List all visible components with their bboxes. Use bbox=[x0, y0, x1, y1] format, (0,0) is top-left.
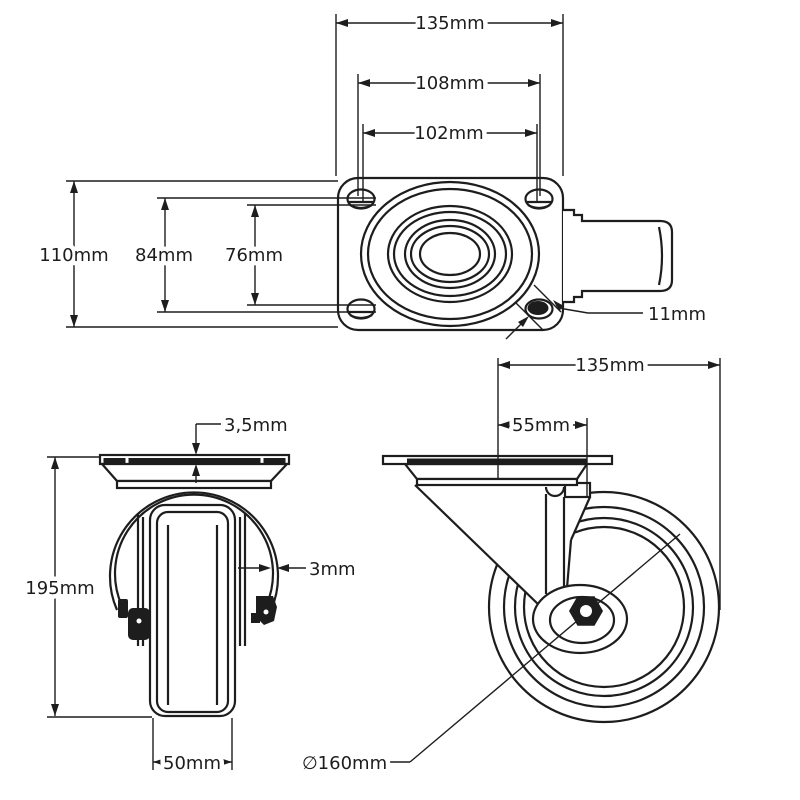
dim-label: 108mm bbox=[415, 73, 484, 94]
swivel-bearing-rings bbox=[359, 180, 541, 328]
swivel-cone-side bbox=[402, 462, 590, 481]
plate-fill bbox=[407, 458, 587, 464]
dim-label: ∅160mm bbox=[302, 753, 387, 774]
dim-side-wheel-diameter: ∅160mm bbox=[298, 533, 681, 779]
wheel-rim-ring bbox=[522, 525, 686, 689]
dim-label: 84mm bbox=[135, 245, 193, 266]
bearing-ring bbox=[403, 218, 497, 290]
wheel-tire-ring bbox=[502, 505, 706, 709]
wheel-stub-outline bbox=[563, 208, 674, 304]
bolt-hole-shadow bbox=[527, 204, 551, 210]
bolt-hole-top-left bbox=[346, 188, 376, 210]
axle-hardware bbox=[118, 596, 277, 640]
dim-label: 102mm bbox=[414, 123, 483, 144]
dim-top-hole-pitch-outer: 108mm bbox=[357, 69, 541, 196]
dim-label: 11mm bbox=[648, 304, 706, 325]
bolt-hole-bottom-right bbox=[524, 298, 554, 320]
wheel-top-profile bbox=[563, 208, 674, 304]
plate-seam bbox=[260, 457, 264, 465]
dim-front-plate-thickness: 3,5mm bbox=[192, 411, 292, 483]
fork-side bbox=[414, 481, 592, 610]
side-view: ∅160mm 135mm 55mm bbox=[298, 351, 721, 779]
dim-top-hole-size: 11mm bbox=[505, 284, 710, 340]
axle-boss-left bbox=[128, 608, 150, 640]
dim-top-hole-pitch-y-inner: 76mm bbox=[221, 204, 376, 306]
bolt-hole-filled bbox=[527, 301, 549, 315]
front-view: 3,5mm 3mm 195mm 50mm bbox=[21, 411, 360, 779]
dim-front-height: 195mm bbox=[21, 456, 152, 718]
fork-front-edge bbox=[414, 484, 542, 608]
axle-detail-dot bbox=[136, 618, 142, 624]
axle-nut-step bbox=[251, 613, 260, 623]
wheel-tire-inner bbox=[155, 510, 230, 714]
bolt-hole-shadow bbox=[349, 204, 373, 210]
fork-bow-inner bbox=[113, 493, 275, 606]
axle-hole bbox=[580, 605, 592, 617]
dim-side-swivel-offset: 55mm bbox=[498, 411, 588, 496]
bearing-center-hole bbox=[418, 231, 482, 277]
wheel-tire-outline bbox=[148, 503, 237, 718]
dim-top-plate-depth: 110mm bbox=[35, 180, 338, 328]
bearing-ring bbox=[392, 210, 508, 298]
swivel-race-band-side bbox=[415, 477, 579, 487]
fork-rear-edge bbox=[569, 496, 592, 541]
fork-bow-outer bbox=[108, 491, 280, 611]
dim-label: 3mm bbox=[309, 559, 356, 580]
dim-front-fork-thickness: 3mm bbox=[238, 555, 360, 585]
dim-label: 195mm bbox=[25, 578, 94, 599]
dim-top-hole-pitch-y-outer: 84mm bbox=[131, 197, 376, 313]
bolt-hole-shadow bbox=[349, 314, 373, 320]
wheel-stub-edge bbox=[657, 226, 664, 286]
wheel-side bbox=[487, 490, 721, 724]
swivel-race-band bbox=[115, 479, 273, 490]
dim-label: 76mm bbox=[225, 245, 283, 266]
bolt-hole-top-right bbox=[524, 188, 554, 210]
dim-label: 50mm bbox=[163, 753, 221, 774]
wheel-tire-outer bbox=[487, 490, 721, 724]
plate-seam bbox=[125, 457, 129, 465]
wheel-tire-ring bbox=[513, 516, 695, 698]
bearing-ring bbox=[366, 187, 534, 321]
fork-neck-arc bbox=[544, 486, 566, 498]
top-view: 135mm 108mm 102mm 110mm 84mm bbox=[35, 9, 710, 340]
bearing-ring bbox=[409, 224, 491, 284]
bolt-hole-outline bbox=[524, 298, 554, 320]
dim-side-overall-length: 135mm bbox=[497, 351, 721, 610]
dim-label: 110mm bbox=[39, 245, 108, 266]
axle-detail-dot bbox=[263, 609, 269, 615]
axle-bolt-tip bbox=[118, 599, 128, 618]
dim-label: 135mm bbox=[575, 355, 644, 376]
wheel-front bbox=[148, 503, 237, 718]
plate-fill bbox=[103, 458, 286, 464]
dim-top-plate-width: 135mm bbox=[335, 9, 564, 176]
dim-label: 135mm bbox=[415, 13, 484, 34]
axle-nut bbox=[569, 596, 603, 626]
dim-top-hole-pitch-inner: 102mm bbox=[362, 119, 538, 201]
fork-body-mask bbox=[415, 484, 592, 610]
bearing-ring bbox=[359, 180, 541, 328]
dim-front-wheel-width: 50mm bbox=[152, 718, 233, 779]
dim-label: 3,5mm bbox=[224, 415, 288, 436]
bearing-ring bbox=[386, 204, 514, 304]
dim-label: 55mm bbox=[512, 415, 570, 436]
